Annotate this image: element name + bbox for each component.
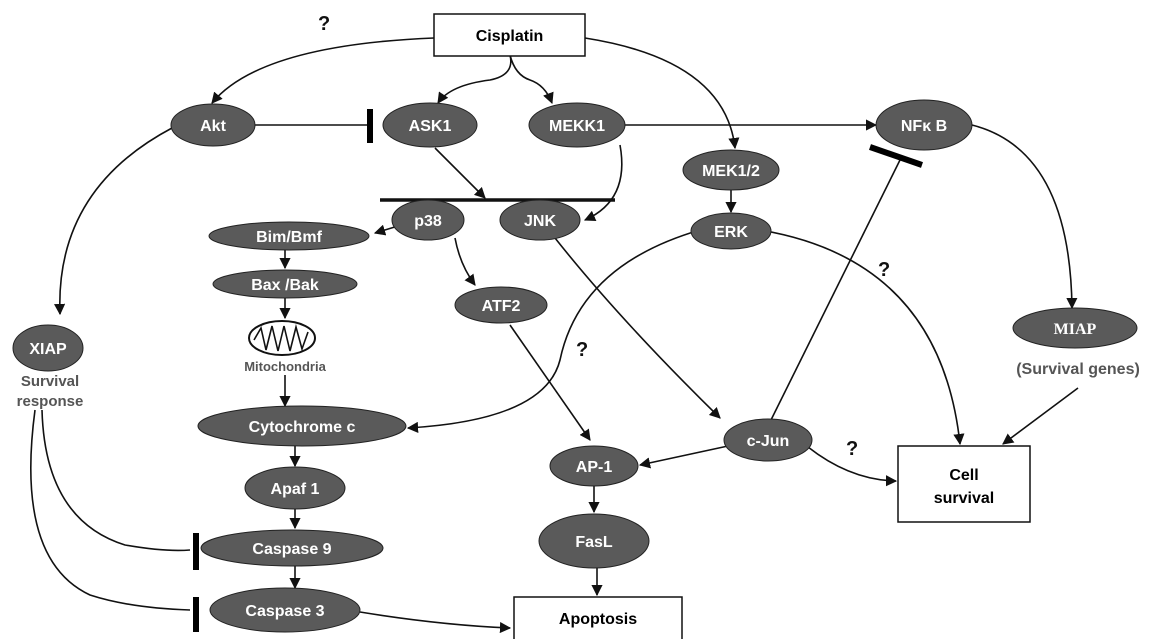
node-jnk: JNK xyxy=(499,199,581,241)
edge-jnk-cjun xyxy=(554,237,721,419)
edge-erk-cytc xyxy=(406,229,701,434)
edge-cisplatin-mek12 xyxy=(584,37,740,150)
node-atf2: ATF2 xyxy=(454,286,548,324)
edge-mekk1-jnk xyxy=(583,144,623,222)
node-ask1: ASK1 xyxy=(382,102,478,148)
edge-cisplatin-mekk1 xyxy=(509,54,554,105)
node-akt: Akt xyxy=(170,103,256,147)
mitochondria-label: Mitochondria xyxy=(244,359,326,374)
node-p38: p38 xyxy=(391,199,465,241)
bim-bmf-label: Bim/Bmf xyxy=(256,229,322,246)
mek12-label: MEK1/2 xyxy=(702,163,760,180)
apoptosis-box: Apoptosis xyxy=(513,596,683,639)
mitochondria-cristae xyxy=(253,323,309,352)
ap1-label: AP-1 xyxy=(576,459,613,476)
question-mark-cjun-survival: ? xyxy=(846,438,858,460)
edge-cisplatin-akt xyxy=(211,37,435,104)
node-c-jun: c-Jun xyxy=(723,418,813,462)
node-apaf1: Apaf 1 xyxy=(244,466,346,510)
erk-label: ERK xyxy=(714,224,748,241)
node-miap: MIAP (Survival genes) xyxy=(1012,307,1140,378)
node-bax-bak: Bax /Bak xyxy=(212,269,358,299)
edges xyxy=(30,37,1079,634)
bax-bak-label: Bax /Bak xyxy=(251,277,319,294)
node-xiap: XIAP Survival response xyxy=(12,324,84,410)
cell-survival-box: Cell survival xyxy=(897,445,1031,523)
akt-label: Akt xyxy=(200,118,226,135)
jnk-label: JNK xyxy=(524,213,556,230)
question-mark-akt: ? xyxy=(318,13,330,35)
question-marks: ? ? ? ? xyxy=(318,13,890,460)
node-bim-bmf: Bim/Bmf xyxy=(208,221,370,251)
node-caspase9: Caspase 9 xyxy=(200,529,384,567)
apoptosis-label: Apoptosis xyxy=(559,611,637,628)
edge-akt-xiap xyxy=(54,127,173,316)
cisplatin-box: Cisplatin xyxy=(433,13,586,57)
edge-erk-cell-survival xyxy=(759,229,965,446)
edge-ask1-convergence xyxy=(434,147,486,199)
node-mek12: MEK1/2 xyxy=(682,149,780,191)
xiap-label: XIAP xyxy=(29,341,67,358)
node-ap1: AP-1 xyxy=(549,445,639,487)
cell-survival-label-line2: survival xyxy=(934,490,994,507)
node-caspase3: Caspase 3 xyxy=(209,587,361,633)
cisplatin-label: Cisplatin xyxy=(476,28,544,45)
edge-p38-atf2 xyxy=(454,237,476,286)
survival-genes-label: (Survival genes) xyxy=(1016,361,1140,378)
edge-cjun-cell-survival xyxy=(807,446,898,487)
caspase3-label: Caspase 3 xyxy=(245,603,324,620)
node-erk: ERK xyxy=(690,212,772,250)
c-jun-label: c-Jun xyxy=(747,433,790,450)
ask1-label: ASK1 xyxy=(409,118,452,135)
node-mitochondria: Mitochondria xyxy=(244,320,327,374)
inhibitor-cjun-nfkb xyxy=(869,144,923,168)
edge-xiap-casp3 xyxy=(30,409,191,611)
fasl-label: FasL xyxy=(575,534,613,551)
apaf1-label: Apaf 1 xyxy=(271,481,320,498)
edge-cjun-ap1 xyxy=(638,445,729,469)
edge-cjun-nfkb xyxy=(767,159,901,427)
caspase9-label: Caspase 9 xyxy=(252,541,331,558)
nfkb-label: NFκ B xyxy=(901,118,947,135)
edge-casp3-apoptosis xyxy=(359,611,512,634)
node-nfkb: NFκ B xyxy=(875,99,973,151)
question-mark-erk-survival: ? xyxy=(878,259,890,281)
survival-response-line1: Survival xyxy=(21,373,79,390)
node-cytochrome-c: Cytochrome c xyxy=(197,405,407,447)
mekk1-label: MEKK1 xyxy=(549,118,605,135)
atf2-label: ATF2 xyxy=(482,298,521,315)
p38-label: p38 xyxy=(414,213,442,230)
edge-miap-cell-survival xyxy=(1002,387,1079,445)
edge-nfkb-miap xyxy=(971,124,1078,310)
cell-survival-label-line1: Cell xyxy=(949,467,978,484)
node-fasl: FasL xyxy=(538,513,650,569)
survival-response-line2: response xyxy=(17,393,84,410)
node-mekk1: MEKK1 xyxy=(528,102,626,148)
edge-atf2-ap1 xyxy=(509,324,591,441)
miap-label: MIAP xyxy=(1054,321,1097,338)
cytochrome-c-label: Cytochrome c xyxy=(249,419,356,436)
edge-cisplatin-ask1 xyxy=(437,54,512,104)
question-mark-erk-cytc: ? xyxy=(576,339,588,361)
edge-xiap-casp9 xyxy=(41,409,191,552)
